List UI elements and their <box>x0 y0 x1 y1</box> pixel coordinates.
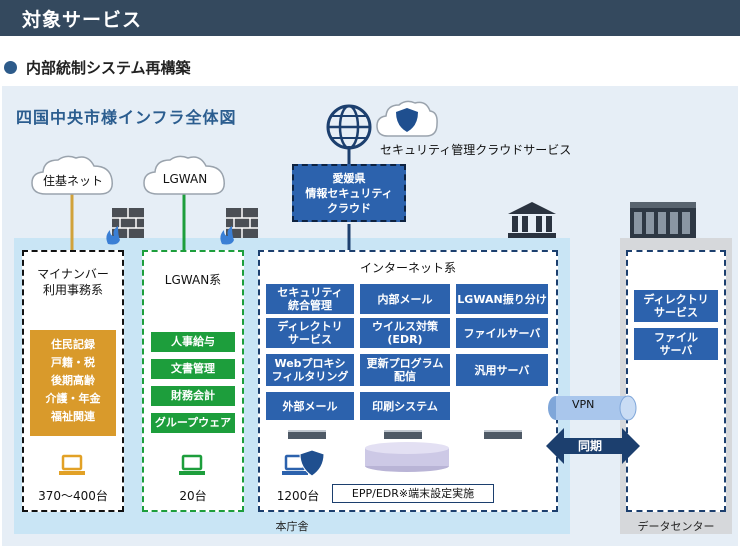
mynumber-zone-title: マイナンバー 利用事務系 <box>22 266 124 298</box>
laptop-icon <box>59 454 85 475</box>
header-bar: 対象サービス <box>0 0 740 36</box>
sync-label: 同期 <box>578 439 603 453</box>
mynumber-count: 370～400台 <box>38 489 108 503</box>
mynumber-service: 福祉関連 <box>51 410 95 423</box>
service-line: ウイルス対策 <box>372 320 438 333</box>
lgwan-service: グループウェア <box>151 413 235 433</box>
mynumber-title-line-1: マイナンバー <box>37 267 109 281</box>
mynumber-service: 後期高齢 <box>51 374 95 387</box>
firewall-icon <box>220 208 258 245</box>
diagram-title: 四国中央市様インフラ全体図 <box>16 108 237 127</box>
security-cloud-icon <box>376 100 438 137</box>
mynumber-title-line-2: 利用事務系 <box>42 283 103 297</box>
main-office-label: 本庁舎 <box>275 520 309 533</box>
ehime-security-cloud: 愛媛県 情報セキュリティ クラウド <box>292 164 406 222</box>
server-unit-icon <box>484 430 522 439</box>
service-line: 内部メール <box>377 292 433 306</box>
internet-service: 内部メール <box>360 284 450 314</box>
dc-service: ディレクトリサービス <box>634 290 718 322</box>
service-line: 配信 <box>393 370 416 383</box>
service-line: 印刷システム <box>372 399 438 413</box>
internet-service: 更新プログラム配信 <box>360 354 450 386</box>
internet-service: ウイルス対策(EDR) <box>360 318 450 348</box>
lgwan-cloud-label: LGWAN <box>162 172 208 186</box>
mynumber-service: 介護・年金 <box>45 392 101 405</box>
city-hall-icon <box>508 202 556 238</box>
service-line: 統合管理 <box>288 299 332 312</box>
mynumber-services-box: 住民記録 戸籍・税 後期高齢 介護・年金 福祉関連 <box>30 330 116 436</box>
service-line: 更新プログラム <box>366 357 444 370</box>
data-center-label: データセンター <box>637 520 715 533</box>
laptop-shield-icon <box>282 449 325 477</box>
internet-count: 1200台 <box>276 489 320 503</box>
ehime-line-3: クラウド <box>327 202 371 215</box>
storage-icon <box>365 442 449 472</box>
internet-service: ファイルサーバ <box>456 318 548 348</box>
lgwan-service: 文書管理 <box>151 359 235 379</box>
server-rack-icon <box>630 202 696 238</box>
service-line: ファイルサーバ <box>463 326 541 340</box>
service-line: ディレクトリ <box>643 293 709 306</box>
globe-icon <box>326 104 372 150</box>
internet-service: セキュリティ統合管理 <box>266 284 354 314</box>
lgwan-service: 人事給与 <box>151 332 235 352</box>
lgwan-cloud-icon <box>143 155 225 195</box>
internet-zone-title: インターネット系 <box>359 261 456 275</box>
epp-edr-note: EPP/EDR※端末設定実施 <box>332 484 494 503</box>
vpn-sync-graphic <box>546 395 640 464</box>
server-unit-icon <box>288 430 326 439</box>
service-line: サービス <box>287 333 332 346</box>
firewall-icon <box>106 208 144 245</box>
internet-service: 外部メール <box>266 392 354 420</box>
service-line: 外部メール <box>282 399 338 413</box>
mynumber-service: 戸籍・税 <box>51 356 95 369</box>
service-line: (EDR) <box>387 333 423 346</box>
lgwan-zone-title: LGWAN系 <box>164 273 222 287</box>
lgwan-count: 20台 <box>179 489 207 503</box>
server-unit-icon <box>384 430 422 439</box>
service-line: フィルタリング <box>271 370 349 383</box>
service-line: サービス <box>653 306 698 319</box>
internet-service: 汎用サーバ <box>456 354 548 386</box>
service-line: ディレクトリ <box>277 320 343 333</box>
service-line: セキュリティ <box>277 286 343 299</box>
security-service-label: セキュリティ管理クラウドサービス <box>380 143 572 157</box>
juki-net-cloud-icon <box>31 155 113 195</box>
internet-service: LGWAN振り分け <box>456 284 548 314</box>
header-title: 対象サービス <box>22 9 143 31</box>
ehime-line-1: 愛媛県 <box>332 172 366 185</box>
internet-service: ディレクトリサービス <box>266 318 354 348</box>
mynumber-service: 住民記録 <box>51 338 95 351</box>
dc-service: ファイルサーバ <box>634 328 718 360</box>
service-line: 汎用サーバ <box>474 363 530 377</box>
internet-service: Webプロキシフィルタリング <box>266 354 354 386</box>
service-line: Webプロキシ <box>274 357 346 370</box>
juki-net-label: 住基ネット <box>42 174 103 188</box>
vpn-label: VPN <box>572 398 595 411</box>
bullet-dot-icon <box>4 61 17 74</box>
service-line: ファイル <box>654 331 698 344</box>
service-line: LGWAN振り分け <box>457 292 547 306</box>
ehime-line-2: 情報セキュリティ <box>305 187 393 200</box>
laptop-icon <box>179 454 205 475</box>
service-line: サーバ <box>659 344 693 357</box>
section-heading: 内部統制システム再構築 <box>26 59 191 77</box>
lgwan-service: 財務会計 <box>151 386 235 406</box>
internet-service: 印刷システム <box>360 392 450 420</box>
